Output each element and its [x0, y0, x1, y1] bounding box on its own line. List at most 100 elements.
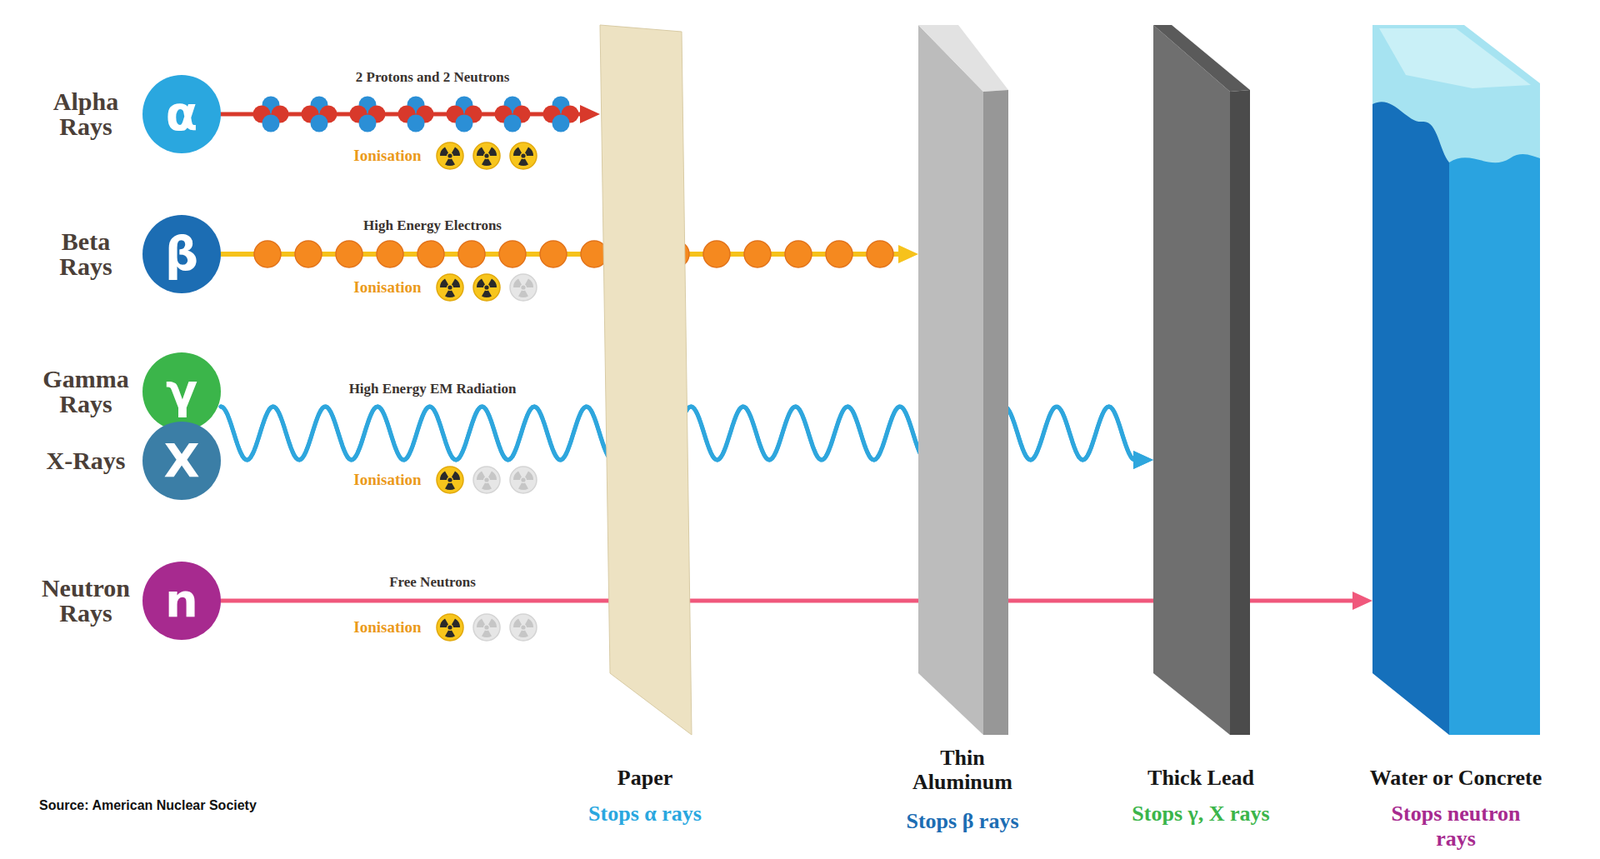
- panel-shape: [600, 25, 692, 735]
- panel-face: [1449, 154, 1540, 735]
- shield-caption: Stops neutron rays: [1376, 801, 1535, 852]
- ionisation-icon: [473, 614, 500, 641]
- ray-line: [220, 251, 900, 257]
- shield-name: Thin Aluminum: [891, 745, 1034, 795]
- edge-label: High Energy EM Radiation: [349, 380, 517, 398]
- ray-circle: Alpha Raysα: [142, 75, 221, 154]
- alpha-particle: [543, 96, 580, 133]
- panel-shape: [1153, 25, 1250, 735]
- ionisation-icon: [436, 142, 464, 170]
- ray-circle: Gamma Raysγ: [142, 352, 221, 431]
- ray-circle: Neutron Raysn: [142, 561, 221, 640]
- edge-label: Free Neutrons: [389, 574, 476, 591]
- ray-symbol: β: [142, 215, 221, 294]
- ray-circle: X-RaysX: [142, 421, 221, 500]
- shield-caption: Stops γ, X rays: [1131, 801, 1270, 826]
- ray-name: Beta Rays: [35, 229, 136, 280]
- electron: [254, 240, 281, 268]
- shield-panel: PaperStops α rays: [600, 25, 692, 735]
- ray-name: Alpha Rays: [35, 89, 136, 140]
- electron: [417, 240, 445, 268]
- edge-label: 2 Protons and 2 Neutrons: [355, 69, 510, 86]
- shield-name: Water or Concrete: [1370, 765, 1543, 790]
- arrow-head: [580, 105, 600, 124]
- ionisation-icon: [510, 274, 537, 301]
- ionisation-icon: [473, 466, 500, 494]
- ionisation-icon: [510, 466, 537, 494]
- panel-face: [918, 25, 984, 735]
- electron: [376, 240, 404, 268]
- connector: [220, 245, 919, 264]
- ionisation-label: Ionisation: [353, 618, 421, 637]
- shield-caption: Stops β rays: [905, 809, 1019, 834]
- panel-face: [1230, 90, 1250, 735]
- arrow-head: [1133, 450, 1154, 470]
- ionisation-icon: [510, 142, 537, 170]
- ray-symbol: X: [142, 421, 221, 500]
- ionisation-icon: [436, 614, 464, 641]
- ionisation-icon: [473, 274, 500, 301]
- shield-panel: Thin AluminumStops β rays: [918, 25, 1009, 735]
- shield-panel: Thick LeadStops γ, X rays: [1153, 25, 1250, 735]
- arrow-head: [898, 245, 919, 264]
- electron: [866, 240, 894, 268]
- edge-group: [220, 245, 919, 264]
- ionisation-icon: [436, 466, 464, 494]
- electron-balls: [254, 240, 894, 268]
- ionisation-label: Ionisation: [353, 278, 421, 297]
- alpha-particle: [253, 96, 290, 133]
- electron: [703, 240, 730, 268]
- electron: [744, 240, 771, 268]
- shield-panel: Water or ConcreteStops neutron rays: [1372, 25, 1540, 735]
- electron: [458, 240, 485, 268]
- ray-name: Gamma Rays: [35, 366, 136, 417]
- electron: [295, 240, 322, 268]
- alpha-particle: [446, 96, 483, 133]
- alpha-particle: [398, 96, 435, 133]
- panel-shape: [1372, 25, 1540, 735]
- shield-name: Paper: [617, 765, 673, 790]
- arrow-head: [1133, 450, 1154, 470]
- shield-name: Thick Lead: [1147, 765, 1255, 790]
- alpha-particle: [495, 96, 531, 133]
- ray-symbol: n: [142, 561, 221, 640]
- ray-name: Neutron Rays: [35, 575, 136, 626]
- ray-name: X-Rays: [35, 448, 136, 474]
- alpha-particles: [253, 96, 580, 133]
- ray-line: [220, 112, 582, 117]
- electron: [499, 240, 526, 268]
- ray-circle: Beta Raysβ: [142, 215, 221, 294]
- electron: [785, 240, 812, 268]
- ray-symbol: α: [142, 75, 221, 154]
- panel-shape: [918, 25, 1009, 735]
- electron: [540, 240, 567, 268]
- electron: [825, 240, 853, 268]
- alpha-particle: [350, 96, 386, 133]
- panel-face: [1153, 25, 1250, 92]
- panel-face: [1153, 25, 1230, 735]
- panel-face: [983, 90, 1009, 735]
- panel-face: [918, 25, 1009, 92]
- panel-face: [1372, 101, 1450, 735]
- ionisation-label: Ionisation: [353, 470, 421, 490]
- panel-face: [1379, 28, 1531, 89]
- ray-symbol: γ: [142, 352, 221, 431]
- ionisation-icon: [436, 274, 464, 301]
- arrow-head: [1352, 591, 1373, 610]
- edge-group: [220, 105, 600, 124]
- electron: [335, 240, 363, 268]
- ionisation-label: Ionisation: [353, 146, 421, 165]
- alpha-particle: [301, 96, 338, 133]
- edge-label: High Energy Electrons: [363, 217, 502, 235]
- connector: [220, 105, 600, 124]
- ionisation-icon: [473, 142, 500, 170]
- shield-caption: Stops α rays: [588, 801, 702, 826]
- ionisation-icon: [510, 614, 537, 641]
